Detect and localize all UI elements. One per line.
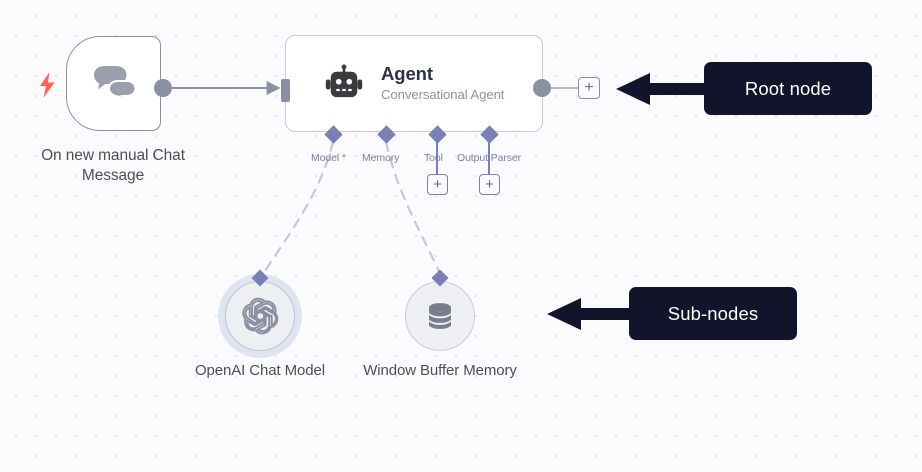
database-icon bbox=[429, 303, 451, 329]
agent-add-node-button[interactable]: + bbox=[578, 77, 600, 99]
agent-node[interactable]: Agent Conversational Agent bbox=[285, 35, 543, 132]
agent-port-tool-label: Tool bbox=[424, 152, 443, 164]
agent-output-port[interactable] bbox=[533, 79, 551, 97]
callout-root-node-text: Root node bbox=[744, 77, 832, 99]
agent-port-tool-add-button[interactable]: + bbox=[427, 174, 448, 195]
agent-input-port[interactable] bbox=[281, 79, 290, 102]
trigger-output-port[interactable] bbox=[154, 79, 172, 97]
root-node-callout-arrow bbox=[616, 73, 724, 105]
sub-node-memory-label: Window Buffer Memory bbox=[363, 362, 517, 379]
agent-node-subtitle: Conversational Agent bbox=[381, 87, 505, 103]
agent-port-output-parser-label: Output Parser bbox=[457, 152, 522, 164]
callout-sub-nodes-text: Sub-nodes bbox=[667, 302, 759, 324]
trigger-node-on-new-manual-chat-message[interactable] bbox=[66, 36, 161, 131]
robot-icon bbox=[325, 64, 363, 97]
sub-nodes-callout-arrow bbox=[547, 298, 645, 330]
agent-port-model-label: Model * bbox=[311, 152, 346, 164]
required-asterisk: * bbox=[341, 152, 346, 164]
sub-node-openai-label: OpenAI Chat Model bbox=[194, 362, 326, 379]
callout-sub-nodes: Sub-nodes bbox=[629, 287, 797, 340]
agent-port-memory-label: Memory bbox=[362, 152, 400, 164]
agent-node-text: Agent Conversational Agent bbox=[381, 64, 504, 102]
sub-node-openai-chat-model[interactable] bbox=[225, 281, 295, 351]
trigger-node-label: On new manual Chat Message bbox=[41, 147, 185, 184]
sub-node-window-buffer-memory[interactable] bbox=[405, 281, 475, 351]
agent-node-title: Agent bbox=[381, 63, 433, 85]
lightning-bolt-icon bbox=[40, 72, 55, 98]
agent-port-output-parser-add-button[interactable]: + bbox=[479, 174, 500, 195]
openai-logo-icon bbox=[242, 297, 279, 335]
chat-bubbles-icon bbox=[93, 65, 137, 102]
callout-root-node: Root node bbox=[704, 62, 872, 115]
